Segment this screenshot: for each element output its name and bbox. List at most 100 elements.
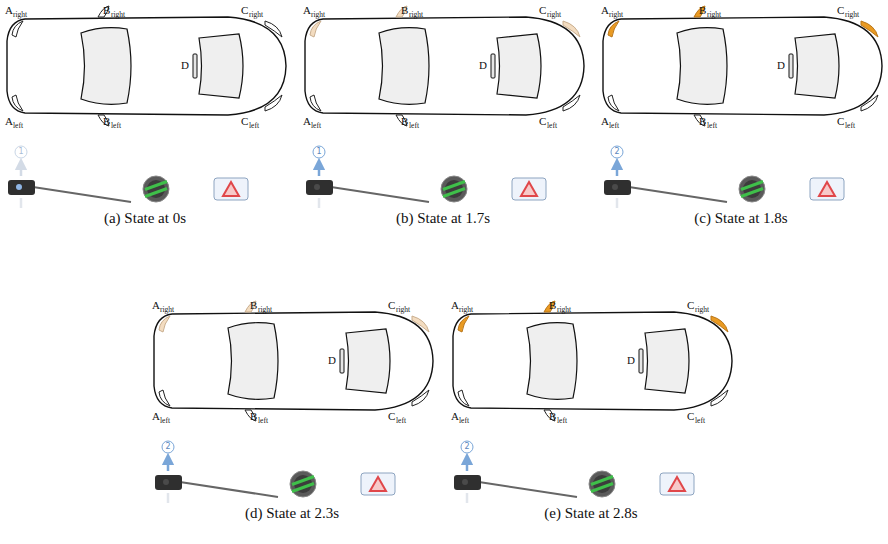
car-body — [7, 17, 286, 115]
lamp-subscript: left — [258, 417, 268, 425]
lever-body — [604, 180, 631, 195]
lamp-subscript: right — [13, 11, 27, 19]
hazard-triangle — [669, 477, 685, 491]
ignition-key — [589, 471, 615, 497]
lamp-letter: B — [699, 5, 706, 16]
lever-up-arrow — [20, 164, 23, 176]
lamp-letter: C — [539, 116, 546, 127]
car-panel — [154, 301, 433, 503]
lamp-subscript: right — [845, 11, 859, 19]
dashboard-unit — [491, 54, 495, 78]
lamp-subscript: right — [609, 11, 623, 19]
lever-up-arrow — [616, 164, 619, 176]
lamp-letter: C — [687, 411, 694, 422]
lamp-letter: A — [601, 5, 609, 16]
lamp-subscript: left — [609, 122, 619, 130]
lamp-subscript: right — [557, 306, 571, 314]
controls — [8, 146, 248, 208]
lever-stick — [33, 187, 131, 202]
lamp-letter: A — [303, 5, 311, 16]
indicator-lamp — [458, 316, 469, 332]
lamp-subscript: left — [111, 122, 121, 130]
lamp-subscript: left — [695, 417, 705, 425]
lamp-subscript: left — [557, 417, 567, 425]
lamp-letter: B — [250, 411, 257, 422]
panel-caption: (d) State at 2.3s — [245, 506, 339, 521]
lever-up-arrow — [318, 164, 321, 176]
hazard-triangle — [223, 182, 239, 196]
lamp-letter: B — [103, 116, 110, 127]
lamp-subscript: right — [707, 11, 721, 19]
lamp-letter: A — [152, 300, 160, 311]
lamp-letter: C — [539, 5, 546, 16]
indicator-lamp — [608, 95, 619, 111]
key-stripe — [591, 484, 613, 492]
lamp-subscript: right — [409, 11, 423, 19]
lever-stick — [180, 482, 278, 497]
ignition-key — [290, 471, 316, 497]
lamp-letter: B — [250, 300, 257, 311]
dashboard-letter: D — [627, 355, 635, 366]
rear-window — [81, 28, 131, 105]
dashboard-unit — [340, 349, 344, 373]
indicator-lamp — [265, 95, 282, 111]
lamp-subscript: right — [258, 306, 272, 314]
car-panel — [305, 6, 584, 208]
car-panel — [7, 6, 286, 208]
indicator-lamp — [458, 390, 469, 406]
lever-body — [8, 180, 35, 195]
lamp-subscript: right — [547, 11, 561, 19]
lever-indicator-dot — [314, 184, 320, 190]
panel-caption: (c) State at 1.8s — [694, 211, 787, 226]
lamp-subscript: right — [695, 306, 709, 314]
step-number: 2 — [614, 148, 619, 156]
indicator-lamp — [861, 21, 878, 37]
front-window — [795, 34, 839, 98]
lever-indicator-dot — [163, 479, 169, 485]
car-body — [453, 312, 732, 410]
step-circle — [162, 441, 174, 453]
lamp-letter: C — [388, 411, 395, 422]
indicator-lamp — [412, 390, 429, 406]
indicator-lamp — [861, 95, 878, 111]
lamp-letter: B — [549, 300, 556, 311]
controls — [604, 146, 844, 208]
indicator-lamp — [159, 390, 170, 406]
ignition-key — [739, 176, 765, 202]
hazard-button — [512, 178, 546, 200]
lever-down-mark — [466, 493, 469, 503]
lamp-subscript: left — [160, 417, 170, 425]
key-stripe — [292, 484, 314, 492]
lamp-letter: B — [699, 116, 706, 127]
car-body — [305, 17, 584, 115]
lamp-subscript: left — [13, 122, 23, 130]
indicator-lamp — [12, 21, 23, 37]
key-stripe — [741, 189, 763, 197]
hazard-triangle — [819, 182, 835, 196]
key-stripe — [145, 189, 167, 197]
hazard-button — [361, 473, 395, 495]
lever-down-mark — [616, 198, 619, 208]
lamp-letter: A — [5, 116, 13, 127]
hazard-triangle — [370, 477, 386, 491]
rear-window — [677, 28, 727, 105]
lamp-subscript: left — [707, 122, 717, 130]
rear-window — [379, 28, 429, 105]
lamp-subscript: left — [409, 122, 419, 130]
lamp-letter: C — [388, 300, 395, 311]
car-body — [154, 312, 433, 410]
indicator-lamp — [563, 21, 580, 37]
step-number: 2 — [165, 443, 170, 451]
indicator-lamp — [310, 95, 321, 111]
lamp-letter: A — [601, 116, 609, 127]
rear-window — [527, 323, 577, 400]
lamp-subscript: left — [459, 417, 469, 425]
lamp-letter: A — [451, 411, 459, 422]
dashboard-letter: D — [479, 60, 487, 71]
lamp-subscript: right — [396, 306, 410, 314]
key-stripe — [443, 189, 465, 197]
step-circle — [611, 146, 623, 158]
